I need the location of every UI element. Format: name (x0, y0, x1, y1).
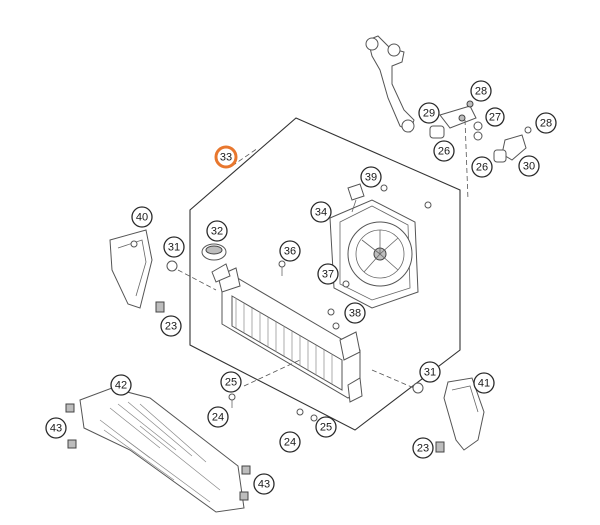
callout-25: 25 (220, 371, 242, 393)
callout-circle (310, 201, 332, 223)
callout-circle (110, 374, 132, 396)
callout-41: 41 (473, 372, 495, 394)
radiator (211, 263, 363, 403)
callout-30: 30 (518, 155, 540, 177)
callout-circle (344, 302, 366, 324)
callout-circle (315, 416, 337, 438)
callout-number: 26 (476, 162, 488, 174)
callout-26: 26 (433, 140, 455, 162)
callout-32: 32 (206, 220, 228, 242)
callout-28: 28 (470, 80, 492, 102)
callout-circle (160, 315, 182, 337)
callout-circle (279, 240, 301, 262)
callout-39: 39 (360, 166, 382, 188)
leader-33 (231, 147, 259, 167)
callout-number: 30 (523, 161, 535, 173)
callout-circle (131, 206, 153, 228)
callout-23: 23 (160, 315, 182, 337)
callout-23: 23 (412, 437, 434, 459)
callout-circle (419, 361, 441, 383)
callout-43: 43 (45, 417, 67, 439)
callout-number: 33 (220, 152, 232, 164)
callout-number: 43 (258, 479, 270, 491)
callout-40: 40 (131, 206, 153, 228)
callout-number: 38 (349, 308, 361, 320)
callout-circle (412, 437, 434, 459)
callout-number: 23 (417, 443, 429, 455)
callout-circle (317, 263, 339, 285)
callout-number: 41 (478, 378, 490, 390)
callout-number: 25 (320, 422, 332, 434)
callout-number: 23 (165, 321, 177, 333)
callout-24: 24 (207, 406, 229, 428)
callout-circle (45, 417, 67, 439)
callout-circle (360, 166, 382, 188)
callout-number: 40 (136, 212, 148, 224)
callout-26: 26 (471, 156, 493, 178)
callout-25: 25 (315, 416, 337, 438)
callout-number: 24 (212, 412, 224, 424)
callout-number: 43 (50, 423, 62, 435)
callout-number: 32 (211, 226, 223, 238)
callout-number: 34 (315, 207, 327, 219)
callout-circle (471, 156, 493, 178)
callout-number: 42 (115, 380, 127, 392)
callout-circle (214, 145, 238, 169)
callout-number: 28 (540, 118, 552, 130)
callout-number: 25 (225, 377, 237, 389)
radiator-grill (65, 387, 251, 513)
callout-38: 38 (344, 302, 366, 324)
callout-circle (220, 371, 242, 393)
callout-circle (206, 220, 228, 242)
callout-circle (163, 236, 185, 258)
callout-circle (485, 107, 505, 127)
callout-24: 24 (279, 431, 301, 453)
fan-shroud (329, 183, 432, 309)
callout-28: 28 (535, 112, 557, 134)
callout-number: 24 (284, 437, 296, 449)
callout-number: 31 (168, 242, 180, 254)
callout-number: 28 (475, 86, 487, 98)
callout-circle (279, 431, 301, 453)
callout-33: 33 (214, 145, 238, 169)
callout-37: 37 (317, 263, 339, 285)
bracket-assembly (365, 35, 532, 201)
callout-circle (433, 140, 455, 162)
callout-number: 36 (284, 246, 296, 258)
assembly-frame (189, 117, 461, 431)
callout-circle (418, 102, 440, 124)
callout-group: 33 28 29 27 28 26 26 30 39 34 40 32 31 36 37 38 23 31 41 42… (45, 80, 557, 495)
callout-31: 31 (419, 361, 441, 383)
radiator-cap (201, 243, 227, 261)
callout-43: 43 (253, 473, 275, 495)
callout-number: 26 (438, 146, 450, 158)
callout-36: 36 (279, 240, 301, 262)
fasteners (228, 260, 350, 422)
callout-circle (253, 473, 275, 495)
callout-circle (470, 80, 492, 102)
callout-27: 27 (485, 107, 505, 127)
callout-42: 42 (110, 374, 132, 396)
callout-circle (518, 155, 540, 177)
callout-number: 37 (322, 269, 334, 281)
callout-circle (535, 112, 557, 134)
right-side-cover (371, 369, 485, 453)
callout-number: 27 (489, 112, 501, 124)
left-side-cover (109, 229, 217, 313)
callout-29: 29 (418, 102, 440, 124)
callout-number: 29 (423, 108, 435, 120)
callout-circle (473, 372, 495, 394)
callout-number: 31 (424, 367, 436, 379)
callout-circle (207, 406, 229, 428)
callout-31: 31 (163, 236, 185, 258)
callout-number: 39 (365, 172, 377, 184)
callout-34: 34 (310, 201, 332, 223)
